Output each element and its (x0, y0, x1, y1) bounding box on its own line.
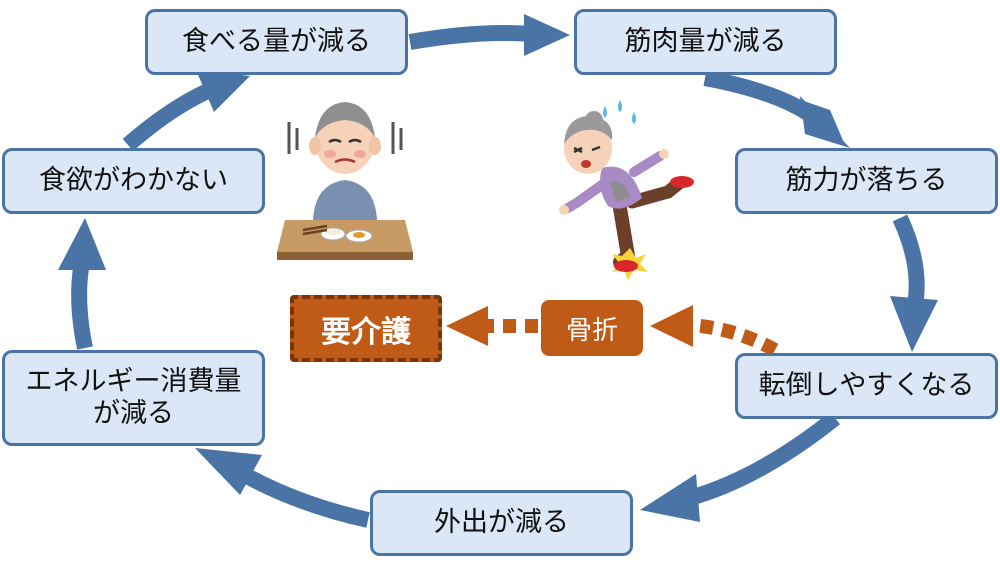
node-fracture-label: 骨折 (565, 315, 618, 346)
arrowhead-fall-to-fracture (650, 305, 693, 347)
node-go-out-less: 外出が減る (370, 490, 633, 556)
node-strength-down: 筋力が落ちる (735, 148, 998, 214)
elderly-man-at-table-icon (277, 102, 413, 260)
arrow-appetite-to-eat (122, 82, 214, 152)
node-strength-down-label: 筋力が落ちる (785, 164, 948, 196)
node-care-needed: 要介護 (290, 295, 442, 362)
arrowhead-appetite-to-eat (196, 70, 250, 112)
arrowhead-energy-to-appetite (58, 218, 106, 270)
arrowhead-fall-to-goout (640, 474, 700, 522)
node-eat-less: 食べる量が減る (145, 9, 408, 75)
node-no-appetite: 食欲がわかない (2, 148, 265, 214)
arrowhead-goout-to-energy (195, 448, 262, 495)
arrow-eat-to-muscle (408, 25, 531, 50)
arrowhead-strength-to-fall (890, 296, 938, 352)
node-fracture: 骨折 (541, 300, 643, 356)
arrowhead-eat-to-muscle (524, 14, 570, 56)
arrow-goout-to-energy (241, 467, 370, 528)
node-go-out-less-label: 外出が減る (434, 506, 569, 538)
node-fall-easily-label: 転倒しやすくなる (758, 369, 975, 401)
node-energy-use-down-label-line2: が減る (93, 398, 174, 429)
arrow-muscle-to-strength (703, 70, 820, 125)
node-energy-use-down-label-line1: エネルギー消費量 (25, 365, 242, 397)
node-fall-easily: 転倒しやすくなる (735, 353, 998, 419)
node-muscle-mass-down-label: 筋肉量が減る (624, 25, 787, 57)
elderly-woman-tripping-icon (559, 100, 694, 280)
arrow-fall-to-fracture (689, 318, 779, 357)
node-care-needed-label: 要介護 (321, 314, 411, 350)
arrow-fall-to-goout (687, 411, 840, 506)
arrow-energy-to-appetite (71, 260, 93, 350)
node-energy-use-down: エネルギー消費量 が減る (2, 350, 265, 446)
arrowhead-fracture-to-care (446, 306, 488, 346)
arrow-strength-to-fall (892, 214, 925, 307)
node-no-appetite-label: 食欲がわかない (39, 164, 228, 196)
node-muscle-mass-down: 筋肉量が減る (574, 9, 837, 75)
node-eat-less-label: 食べる量が減る (182, 25, 371, 57)
